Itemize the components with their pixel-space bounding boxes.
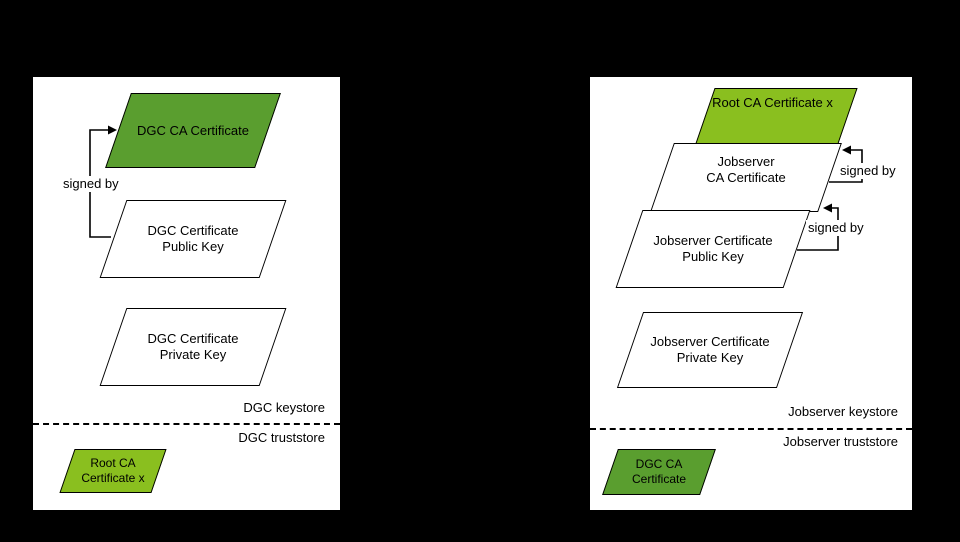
- root-ca-certificate-label: Root CA Certificate x: [712, 95, 833, 110]
- signed-by-label-bottom: signed by: [806, 220, 866, 236]
- dgc-ca-certificate-shape: DGC CA Certificate: [602, 449, 716, 495]
- jobserver-keystore-label: Jobserver keystore: [788, 404, 898, 419]
- signed-by-label-top: signed by: [838, 163, 898, 179]
- jobserver-ca-line1: Jobserver: [717, 153, 775, 169]
- jobserver-public-key-line1: Jobserver Certificate: [653, 233, 773, 248]
- dgc-ca-certificate-shape: DGC CA Certificate: [105, 93, 281, 168]
- root-ca-certificate-shape: Root CA Certificate x: [687, 88, 858, 167]
- jobserver-public-key-shape: Jobserver Certificate Public Key: [615, 210, 811, 288]
- dgc-private-key-line2: Private Key: [159, 347, 227, 362]
- dgc-private-key-line1: DGC Certificate: [147, 331, 239, 346]
- dgc-ca-line1: DGC CA: [635, 457, 683, 471]
- jobserver-private-key-shape: Jobserver Certificate Private Key: [616, 312, 804, 388]
- jobserver-private-key-line1: Jobserver Certificate: [650, 334, 770, 349]
- root-ca-line2: Certificate x: [81, 471, 145, 485]
- jobserver-public-key-line2: Public Key: [682, 249, 744, 264]
- jobserver-private-key-line2: Private Key: [676, 350, 744, 365]
- dgc-truststore-label: DGC truststore: [238, 430, 325, 445]
- dgc-panel: DGC CA Certificate DGC Certificate Publi…: [33, 77, 340, 510]
- jobserver-ca-certificate-shape: Jobserver CA Certificate: [650, 143, 842, 212]
- keystore-truststore-divider: [590, 428, 912, 430]
- dgc-private-key-shape: DGC Certificate Private Key: [99, 308, 287, 386]
- jobserver-ca-line2: CA Certificate: [706, 169, 786, 185]
- dgc-ca-certificate-label: DGC CA Certificate: [137, 122, 249, 138]
- dgc-public-key-shape: DGC Certificate Public Key: [99, 200, 287, 278]
- dgc-public-key-line2: Public Key: [162, 239, 224, 254]
- signed-by-label: signed by: [61, 176, 121, 192]
- keystore-truststore-divider: [33, 423, 340, 425]
- dgc-keystore-label: DGC keystore: [243, 400, 325, 415]
- root-ca-certificate-shape: Root CA Certificate x: [59, 449, 167, 493]
- dgc-public-key-line1: DGC Certificate: [147, 223, 239, 238]
- root-ca-line1: Root CA: [90, 456, 136, 470]
- jobserver-truststore-label: Jobserver truststore: [783, 434, 898, 449]
- jobserver-panel: Root CA Certificate x Jobserver CA Certi…: [590, 77, 912, 510]
- dgc-ca-line2: Certificate: [631, 472, 687, 486]
